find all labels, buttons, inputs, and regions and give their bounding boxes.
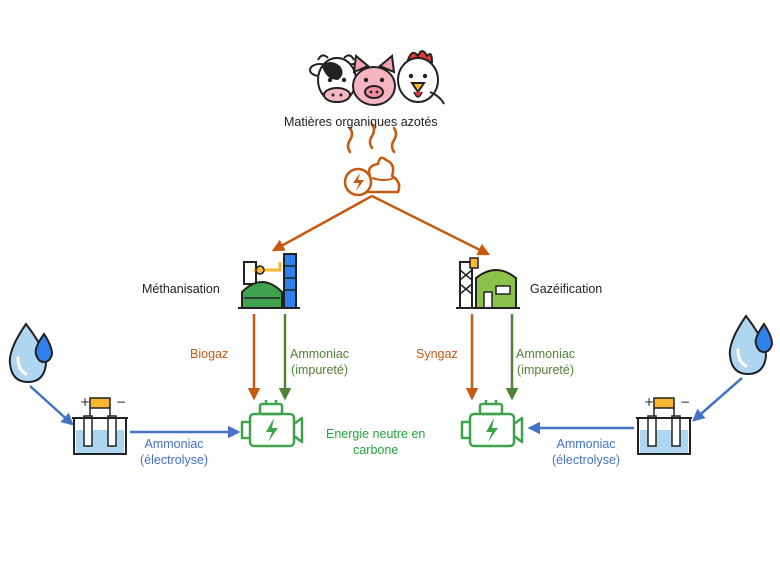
electrolysis-icon: + − (72, 395, 128, 455)
biogas-plant-icon (238, 253, 300, 309)
water-drop-icon (8, 322, 54, 384)
syngaz-label: Syngaz (416, 347, 458, 361)
center-note: Energie neutre en carbone (326, 427, 426, 457)
chicken-icon (397, 50, 445, 105)
svg-text:−: − (680, 395, 690, 409)
arrow-to-methanisation (271, 194, 373, 252)
arrow-water-to-electrolysis-left (29, 385, 74, 426)
ammoniac-impurete-left-label: Ammoniac (impureté) (290, 347, 350, 377)
svg-text:+: + (644, 395, 654, 409)
engine-icon (240, 400, 304, 448)
ammoniac-impurete-right-label: Ammoniac (impureté) (516, 347, 576, 377)
electrolysis-icon: + − (636, 395, 692, 455)
svg-text:−: − (116, 395, 126, 409)
pig-icon (352, 54, 396, 106)
manure-icon (343, 122, 401, 197)
animals-group (309, 50, 445, 106)
ammoniac-electrolyse-left-label: Ammoniac (électrolyse) (140, 437, 209, 467)
arrow-water-to-electrolysis-right (692, 377, 743, 422)
gasification-plant-icon (456, 257, 520, 309)
engine-icon (460, 400, 524, 448)
methanisation-label: Méthanisation (142, 282, 220, 296)
water-drop-icon (728, 314, 774, 376)
gazeification-label: Gazéification (530, 282, 603, 296)
source-label: Matières organiques azotés (284, 115, 438, 129)
svg-text:+: + (80, 395, 90, 409)
arrow-to-gazeification (371, 194, 491, 256)
biogaz-label: Biogaz (190, 347, 229, 361)
ammoniac-electrolyse-right-label: Ammoniac (électrolyse) (552, 437, 621, 467)
